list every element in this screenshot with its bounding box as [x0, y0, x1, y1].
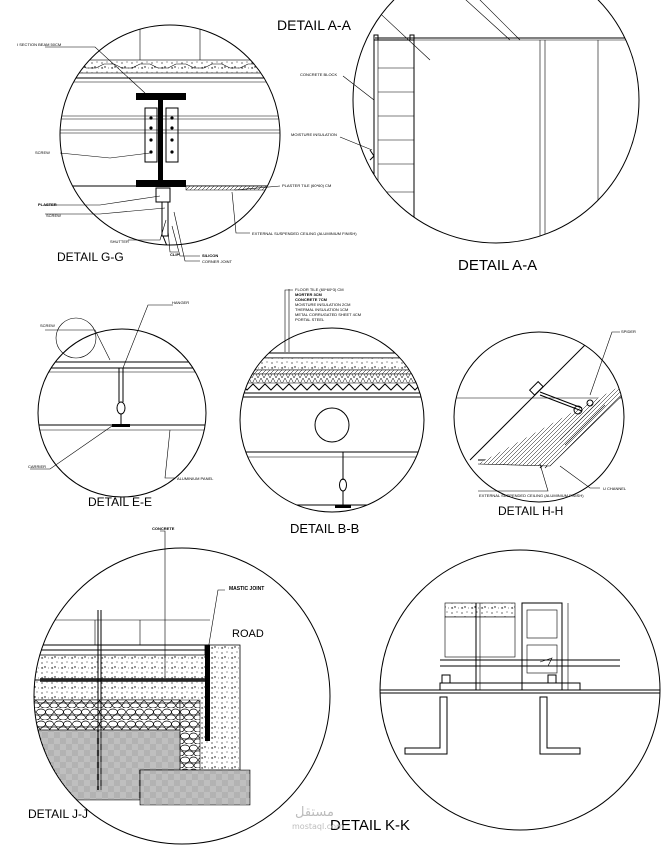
detail-h-h: SPIDER EXTERNAL SUSPENDED CEILING (ALUMI… — [453, 329, 636, 518]
note-screw: SCREW — [35, 150, 50, 155]
title-detail-a-a-large: DETAIL A-A — [458, 257, 537, 274]
note-moisture-insulation: MOISTURE INSULATION — [291, 132, 337, 137]
note-layer-3: MOISTURE INSULATION 2CM — [295, 302, 351, 307]
note-layer-6: PORTAL STEEL — [295, 317, 325, 322]
note-plaster-tile: PLASTER TILE (60*60) CM — [282, 183, 331, 188]
note-layer-2: CONCRETE 7CM — [295, 297, 328, 302]
note-screw-2: SCREW — [46, 213, 61, 218]
title-detail-g-g: DETAIL G-G — [57, 250, 124, 264]
detail-e-e: HANGER SCREW CARRIER ALUMINIUM PANEL DET… — [28, 300, 214, 509]
note-spider: SPIDER — [621, 329, 636, 334]
note-aluminium-panel: ALUMINIUM PANEL — [177, 476, 214, 481]
note-ceiling: EXTERNAL SUSPENDED CEILING (ALUMINIUM FI… — [252, 231, 357, 236]
title-detail-j-j: DETAIL J-J — [28, 807, 88, 821]
note-silicon: SILICON — [202, 253, 218, 258]
watermark: مستقل mostaql.com — [292, 805, 344, 831]
detail-k-k: DETAIL K-K — [330, 549, 661, 834]
note-screw: SCREW — [40, 323, 55, 328]
title-detail-b-b: DETAIL B-B — [290, 521, 359, 536]
detail-a-a: CONCRETE BLOCK MOISTURE INSULATION DETAI… — [277, 0, 640, 274]
note-u-channel: U CHANNEL — [603, 486, 627, 491]
note-mastic-joint: MASTIC JOINT — [229, 586, 264, 592]
title-detail-e-e: DETAIL E-E — [88, 495, 152, 509]
note-layer-1: MORTER 3CM — [295, 292, 323, 297]
note-concrete-block: CONCRETE BLOCK — [300, 72, 337, 77]
watermark-url: mostaql.com — [292, 822, 344, 831]
detail-j-j: CONCRETE MASTIC JOINT ROAD DETAIL J-J — [28, 526, 331, 845]
title-detail-h-h: DETAIL H-H — [498, 504, 563, 518]
detail-g-g: I SECTION BEAM 50CM SCREW PLASTER SCREW … — [17, 24, 357, 264]
note-carrier: CARRIER — [28, 464, 46, 469]
note-plaster: PLASTER — [38, 202, 57, 207]
note-hanger: HANGER — [172, 300, 189, 305]
detail-b-b: FLOOR TILE (60*60*3) CM MORTER 3CM CONCR… — [239, 287, 425, 536]
title-detail-a-a: DETAIL A-A — [277, 17, 352, 33]
note-corner-joint: CORNER JOINT — [202, 259, 233, 264]
note-beam: I SECTION BEAM 50CM — [17, 42, 61, 47]
label-road: ROAD — [232, 628, 264, 640]
note-layer-5: METAL CORRUGATED SHEET 4CM — [295, 312, 361, 317]
note-layer-4: THERMAL INSULATION 1CM — [295, 307, 348, 312]
note-ceiling: EXTERNAL SUSPENDED CEILING (ALUMINIUM FI… — [479, 493, 584, 498]
note-clip: CLIP — [170, 252, 179, 257]
note-layer-0: FLOOR TILE (60*60*3) CM — [295, 287, 344, 292]
title-detail-k-k: DETAIL K-K — [330, 817, 410, 834]
watermark-logo: مستقل — [295, 805, 334, 820]
note-shutter: SHUTTER — [110, 239, 129, 244]
note-concrete: CONCRETE — [152, 526, 175, 531]
